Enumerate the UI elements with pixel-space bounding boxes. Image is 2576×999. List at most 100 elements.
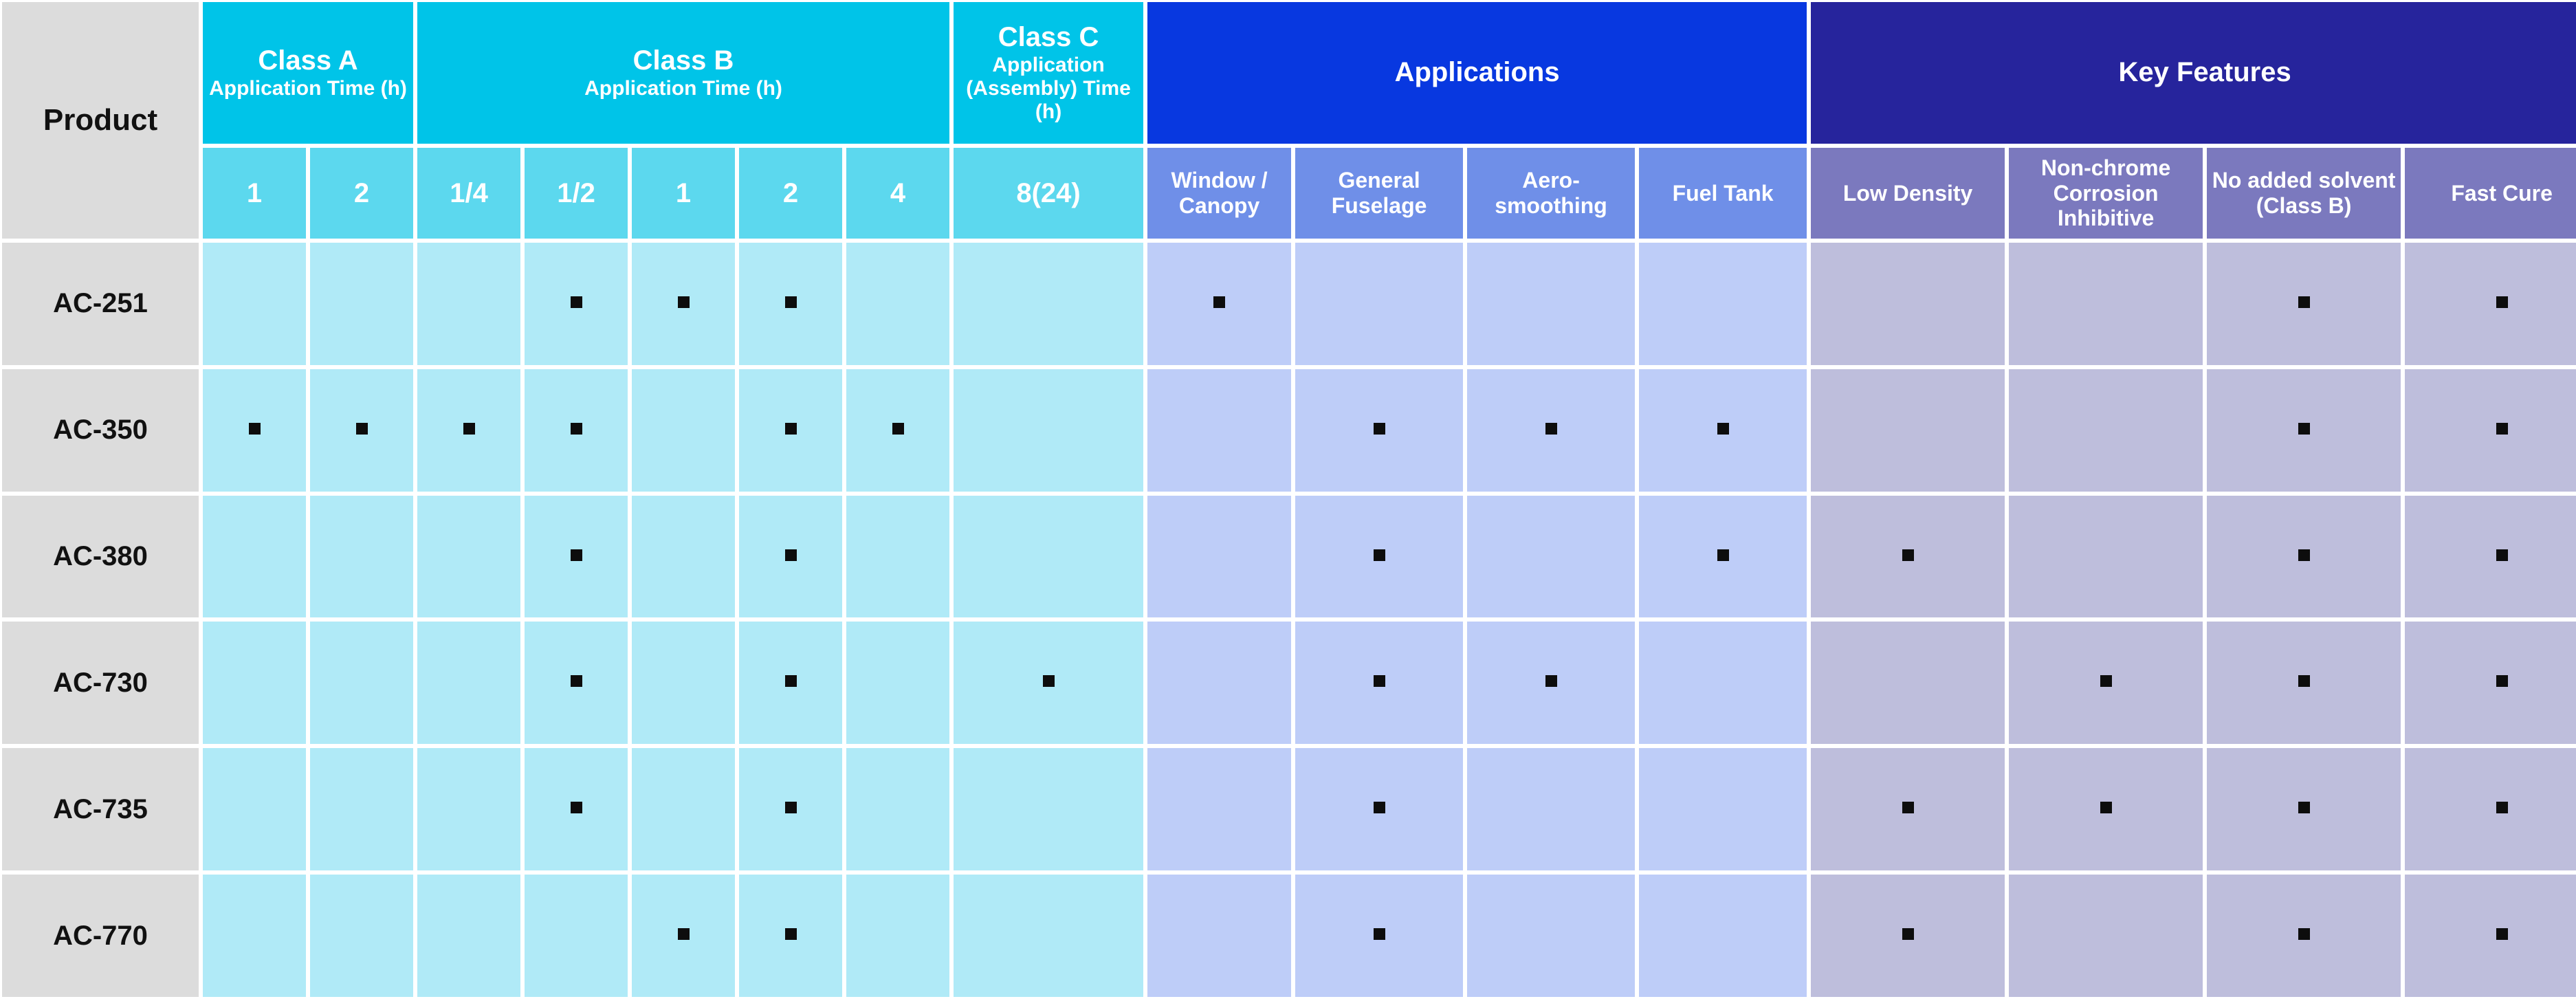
cell-a1 (201, 241, 308, 367)
column-header-c824: 8(24) (951, 146, 1146, 241)
cell-b2 (737, 241, 845, 367)
cell-b12 (522, 746, 630, 873)
group-header-class-b: Class B Application Time (h) (415, 0, 952, 146)
cell-fast_cure (2403, 241, 2576, 367)
check-mark-icon (2496, 675, 2508, 688)
check-mark-icon (784, 802, 797, 814)
cell-low_density (1809, 872, 2007, 999)
check-mark-icon (1373, 549, 1385, 561)
cell-aero_smoothing (1465, 872, 1638, 999)
cell-b14 (415, 619, 523, 747)
cell-no_solvent (2205, 241, 2403, 367)
cell-no_solvent (2205, 872, 2403, 999)
column-header-a2: 2 (308, 146, 416, 241)
check-mark-icon (2298, 296, 2310, 308)
row-label-product: AC-350 (0, 366, 201, 494)
row-label-product: AC-770 (0, 872, 201, 999)
cell-fast_cure (2403, 872, 2576, 999)
cell-a2 (308, 493, 416, 620)
check-mark-icon (677, 296, 690, 308)
cell-a2 (308, 746, 416, 873)
check-mark-icon (2496, 549, 2508, 561)
table-row: AC-735 (0, 746, 2576, 873)
check-mark-icon (892, 422, 904, 435)
column-header-general-fuselage: General Fuselage (1293, 146, 1466, 241)
cell-general_fuselage (1293, 746, 1466, 873)
cell-b12 (522, 366, 630, 494)
check-mark-icon (2496, 802, 2508, 814)
cell-a1 (201, 872, 308, 999)
cell-b14 (415, 366, 523, 494)
cell-b12 (522, 493, 630, 620)
cell-c824 (951, 872, 1146, 999)
cell-fast_cure (2403, 493, 2576, 620)
cell-b12 (522, 619, 630, 747)
cell-b2 (737, 619, 845, 747)
cell-b4 (844, 366, 952, 494)
cell-b12 (522, 241, 630, 367)
group-subtitle: Application Time (h) (584, 76, 782, 100)
cell-general_fuselage (1293, 872, 1466, 999)
cell-fuel_tank (1637, 619, 1809, 747)
cell-b14 (415, 746, 523, 873)
table-row: AC-251 (0, 241, 2576, 367)
group-title: Class C (998, 21, 1099, 52)
cell-b2 (737, 493, 845, 620)
cell-general_fuselage (1293, 241, 1466, 367)
cell-no_solvent (2205, 366, 2403, 494)
column-header-b1: 1 (630, 146, 738, 241)
cell-b1 (630, 493, 738, 620)
cell-no_solvent (2205, 746, 2403, 873)
column-header-aero-smoothing: Aero-smoothing (1465, 146, 1638, 241)
cell-non_chrome (2007, 241, 2205, 367)
check-mark-icon (1373, 802, 1385, 814)
check-mark-icon (2298, 802, 2310, 814)
check-mark-icon (1213, 296, 1226, 308)
column-header-no-solvent: No added solvent (Class B) (2205, 146, 2403, 241)
check-mark-icon (2298, 422, 2310, 435)
cell-a2 (308, 366, 416, 494)
group-header-class-c: Class C Application (Assembly) Time (h) (951, 0, 1146, 146)
column-header-a1: 1 (201, 146, 308, 241)
group-title: Class A (258, 45, 358, 76)
cell-b14 (415, 872, 523, 999)
check-mark-icon (677, 928, 690, 941)
cell-window_canopy (1145, 619, 1294, 747)
cell-b1 (630, 746, 738, 873)
cell-b4 (844, 241, 952, 367)
table-row: AC-770 (0, 872, 2576, 999)
column-header-fast-cure: Fast Cure (2403, 146, 2576, 241)
cell-non_chrome (2007, 746, 2205, 873)
check-mark-icon (784, 422, 797, 435)
cell-b12 (522, 872, 630, 999)
cell-window_canopy (1145, 366, 1294, 494)
cell-window_canopy (1145, 746, 1294, 873)
check-mark-icon (1545, 675, 1557, 688)
cell-no_solvent (2205, 619, 2403, 747)
cell-aero_smoothing (1465, 366, 1638, 494)
cell-b4 (844, 746, 952, 873)
cell-fuel_tank (1637, 493, 1809, 620)
cell-aero_smoothing (1465, 241, 1638, 367)
check-mark-icon (1902, 549, 1914, 561)
group-subtitle: Application Time (h) (209, 76, 407, 100)
check-mark-icon (2496, 422, 2508, 435)
cell-fuel_tank (1637, 746, 1809, 873)
check-mark-icon (1717, 549, 1729, 561)
cell-low_density (1809, 746, 2007, 873)
check-mark-icon (784, 928, 797, 941)
cell-c824 (951, 493, 1146, 620)
cell-aero_smoothing (1465, 493, 1638, 620)
cell-low_density (1809, 241, 2007, 367)
column-header-b2: 2 (737, 146, 845, 241)
table-row: AC-380 (0, 493, 2576, 620)
check-mark-icon (1902, 928, 1914, 941)
cell-a1 (201, 493, 308, 620)
sub-header-row: 1 2 1/4 1/2 1 2 4 8(24) Window / Canopy … (0, 146, 2576, 241)
check-mark-icon (2298, 549, 2310, 561)
cell-c824 (951, 746, 1146, 873)
cell-fuel_tank (1637, 366, 1809, 494)
cell-b14 (415, 493, 523, 620)
cell-non_chrome (2007, 366, 2205, 494)
check-mark-icon (570, 549, 582, 561)
